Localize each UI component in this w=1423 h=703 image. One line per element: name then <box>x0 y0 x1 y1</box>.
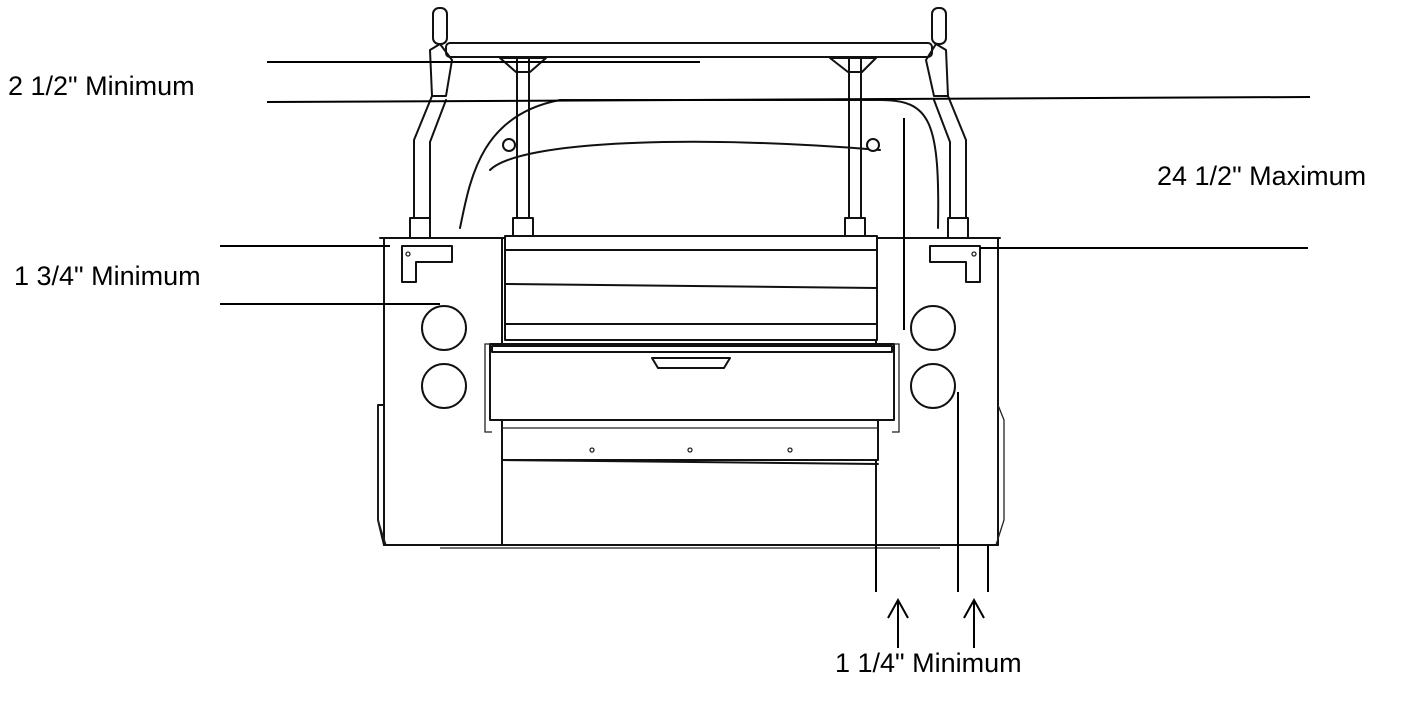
mower-body <box>377 235 1005 549</box>
handle-frame <box>409 7 969 241</box>
bottom-clearance-label: 1 1/4" Minimum <box>835 648 1022 678</box>
overall-height-label: 24 1/2" Maximum <box>1157 161 1367 191</box>
top-clearance-label: 2 1/2" Minimum <box>8 71 195 101</box>
side-clearance-label: 1 3/4" Minimum <box>14 261 201 291</box>
dimension-lines <box>220 61 1311 648</box>
